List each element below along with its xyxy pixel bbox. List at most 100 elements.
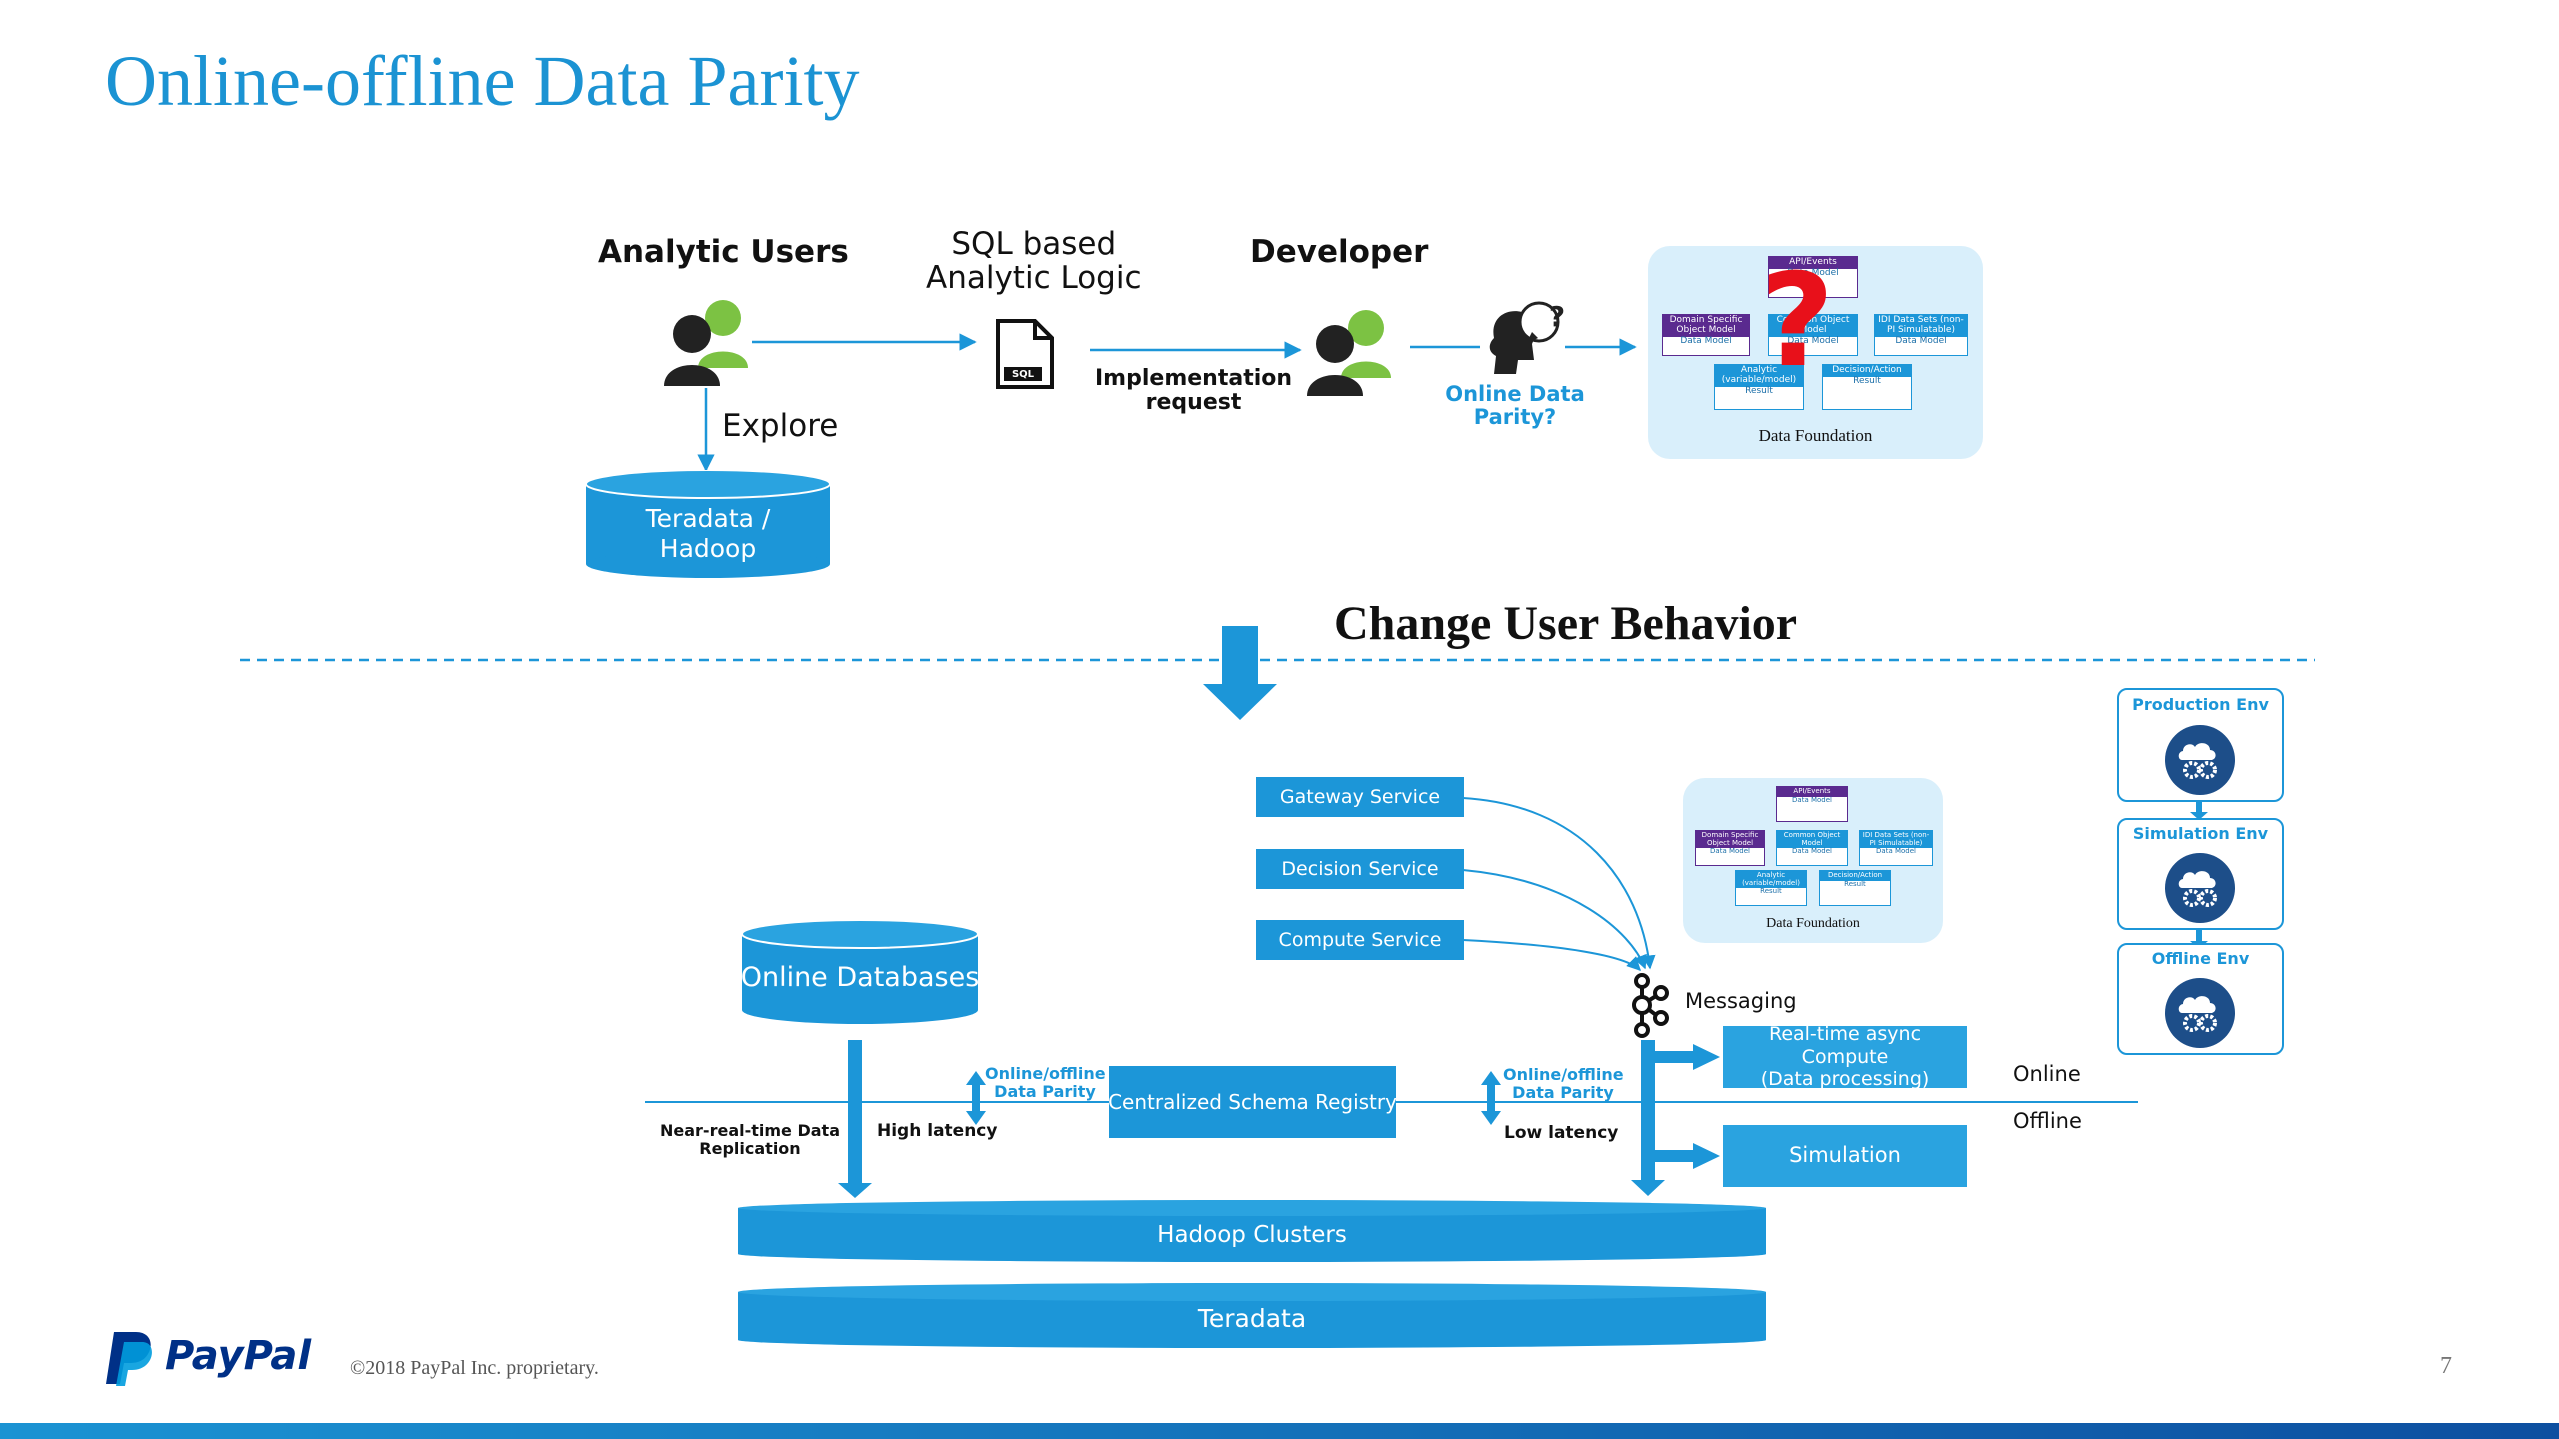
parity-left-label: Online/offline Data Parity <box>985 1064 1106 1101</box>
df-analytic-result: Result <box>1745 385 1773 396</box>
page-title: Online-offline Data Parity <box>105 41 860 121</box>
high-latency-label: High latency <box>877 1121 998 1141</box>
df-domain-specific: Domain Specific Object Model Data Model <box>1662 314 1750 356</box>
sql-file-icon <box>996 319 1054 389</box>
teradata-hadoop-line2: Hadoop <box>659 534 757 563</box>
df2-idi-title: IDI Data Sets (non-PI Simulatable) <box>1860 831 1932 849</box>
df2-decision: Decision/Action Result <box>1819 870 1891 906</box>
df-decision: Decision/Action Result <box>1822 364 1912 410</box>
df-common: Common Object Model Data Model <box>1768 314 1858 356</box>
sql-file-tag: SQL <box>1011 369 1035 380</box>
developer-icon <box>1307 310 1391 396</box>
cloud-gear-icon <box>2165 853 2235 923</box>
near-real-time-label: Near-real-time Data Replication <box>650 1121 850 1159</box>
curve-decision <box>1462 869 1647 970</box>
df2-idi-model: Data Model <box>1876 847 1916 856</box>
production-env-label: Production Env <box>2132 695 2269 714</box>
cloud-gear-icon <box>2165 978 2235 1048</box>
df2-idi: IDI Data Sets (non-PI Simulatable) Data … <box>1859 830 1933 866</box>
realtime-compute-box: Real-time async Compute (Data processing… <box>1723 1022 1967 1091</box>
compute-service-box: Compute Service <box>1256 920 1464 960</box>
df-idi-title: IDI Data Sets (non-PI Simulatable) <box>1875 315 1967 337</box>
df-api-model: Data Model <box>1787 267 1839 278</box>
thinking-question-glyph: ? <box>1548 300 1566 333</box>
production-env-box: Production Env <box>2117 688 2284 802</box>
df2-caption: Data Foundation <box>1766 916 1860 931</box>
big-down-arrow <box>1203 626 1277 720</box>
parity-left-line2: Data Parity <box>994 1081 1096 1101</box>
schema-registry-box: Centralized Schema Registry <box>1108 1066 1397 1138</box>
teradata-hadoop-line1: Teradata / <box>645 504 771 533</box>
implementation-line1: Implementation <box>1095 366 1293 391</box>
df-analytic-title: Analytic (variable/model) <box>1715 365 1803 387</box>
df2-analytic: Analytic (variable/model) Result <box>1735 870 1807 906</box>
realtime-line1: Real-time async Compute <box>1768 1022 1922 1068</box>
page-number: 7 <box>2440 1353 2452 1379</box>
df-api-events: API/Events Data Model <box>1768 256 1858 298</box>
offline-env-box: Offline Env <box>2117 943 2284 1055</box>
realtime-line2: (Data processing) <box>1760 1068 1930 1091</box>
df2-domain-specific-title: Domain Specific Object Model <box>1696 831 1764 849</box>
df2-api-events-title: API/Events <box>1777 787 1847 797</box>
parity-left-double-arrow <box>966 1071 986 1125</box>
df-common-model: Data Model <box>1787 335 1839 346</box>
df-idi-model: Data Model <box>1895 335 1947 346</box>
df2-common-title: Common Object Model <box>1777 831 1847 849</box>
hadoop-clusters-disk <box>738 1200 1766 1262</box>
df2-common: Common Object Model Data Model <box>1776 830 1848 866</box>
analytic-users-label: Analytic Users <box>598 234 849 270</box>
near-real-time-line2: Replication <box>699 1139 801 1159</box>
df2-api-model: Data Model <box>1792 795 1832 804</box>
simulation-env-label: Simulation Env <box>2132 824 2269 843</box>
footer-accent-bar <box>0 1423 2559 1439</box>
red-question-mark: ? <box>1760 247 1835 396</box>
low-latency-label: Low latency <box>1504 1123 1619 1143</box>
df2-common-model: Data Model <box>1792 847 1832 856</box>
df-analytic: Analytic (variable/model) Result <box>1714 364 1804 410</box>
messaging-down-arrow <box>1631 1180 1665 1196</box>
near-real-time-line1: Near-real-time Data <box>660 1121 840 1140</box>
df-api-events-title: API/Events <box>1769 257 1857 269</box>
implementation-line2: request <box>1145 390 1242 416</box>
df2-analytic-result: Result <box>1760 887 1782 896</box>
df-domain-specific-model: Data Model <box>1680 335 1732 346</box>
users-icon <box>664 300 748 386</box>
implementation-request-label: Implementation request <box>1095 366 1293 416</box>
messaging-icon <box>1632 973 1669 1038</box>
parity-right-line2: Data Parity <box>1512 1082 1614 1102</box>
sql-logic-label: SQL based Analytic Logic <box>926 227 1142 295</box>
teradata-label: Teradata <box>1197 1304 1307 1333</box>
online-parity-line1: Online Data <box>1445 382 1585 406</box>
parity-left-line1: Online/offline <box>985 1064 1106 1083</box>
simulation-env-box: Simulation Env <box>2117 818 2284 930</box>
df-domain-specific-title: Domain Specific Object Model <box>1663 315 1749 337</box>
curve-compute <box>1462 939 1641 971</box>
df2-decision-title: Decision/Action <box>1820 871 1890 881</box>
sql-logic-line2: Analytic Logic <box>926 260 1142 297</box>
simulation-box: Simulation <box>1723 1125 1967 1187</box>
df2-domain-specific-model: Data Model <box>1710 847 1750 856</box>
df2-api-events: API/Events Data Model <box>1776 786 1848 822</box>
df2-decision-result: Result <box>1844 879 1866 888</box>
parity-right-label: Online/offline Data Parity <box>1503 1065 1624 1102</box>
parity-right-line1: Online/offline <box>1503 1065 1624 1084</box>
gateway-service-box: Gateway Service <box>1256 777 1464 817</box>
developer-label: Developer <box>1250 234 1429 270</box>
paypal-logo-icon <box>106 1332 152 1386</box>
sql-logic-line1: SQL based <box>951 226 1117 262</box>
thinking-head-icon <box>1489 301 1560 374</box>
df2-analytic-title: Analytic (variable/model) <box>1736 871 1806 889</box>
curve-gateway <box>1462 797 1656 970</box>
df-decision-result: Result <box>1853 375 1881 386</box>
paypal-logo-text: PayPal <box>165 1333 312 1379</box>
data-foundation-top: API/Events Data Model Domain Specific Ob… <box>1648 246 1983 459</box>
data-foundation-bottom: API/Events Data Model Domain Specific Ob… <box>1683 778 1943 943</box>
cloud-gear-icon <box>2165 725 2235 795</box>
online-databases-cylinder <box>741 920 979 1024</box>
messaging-label: Messaging <box>1685 989 1797 1013</box>
df-idi: IDI Data Sets (non-PI Simulatable) Data … <box>1874 314 1968 356</box>
replication-arrow <box>838 1183 872 1198</box>
change-user-behavior-label: Change User Behavior <box>1334 597 1798 650</box>
online-parity-label: Online Data Parity? <box>1445 382 1585 429</box>
parity-right-double-arrow <box>1481 1071 1501 1125</box>
